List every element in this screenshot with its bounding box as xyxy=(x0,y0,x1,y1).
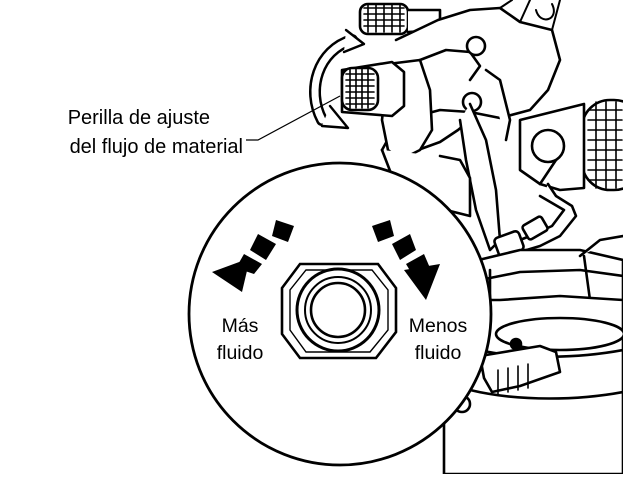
callout-label-line2: del flujo de material xyxy=(70,136,243,158)
counterclockwise-arrow-icon xyxy=(212,220,294,292)
callout-leader-line xyxy=(246,95,341,141)
spray-gun-illustration xyxy=(309,0,623,476)
less-fluid-label-line2: fluido xyxy=(415,342,462,364)
less-fluid-label-line1: Menos xyxy=(409,315,468,337)
more-fluid-label-line1: Más xyxy=(222,315,259,337)
right-knurled-cap xyxy=(580,98,623,192)
rotation-arrow-icon xyxy=(309,28,366,130)
more-fluid-label-line2: fluido xyxy=(217,342,264,364)
cup-lock-lever xyxy=(478,344,562,394)
fluid-adjustment-knob-icon xyxy=(280,262,398,360)
fluid-adjustment-knob-icon xyxy=(340,66,380,112)
knob-inset xyxy=(187,161,493,467)
clockwise-arrow-icon xyxy=(372,220,440,300)
callout-label-line1: Perilla de ajuste xyxy=(68,107,210,129)
